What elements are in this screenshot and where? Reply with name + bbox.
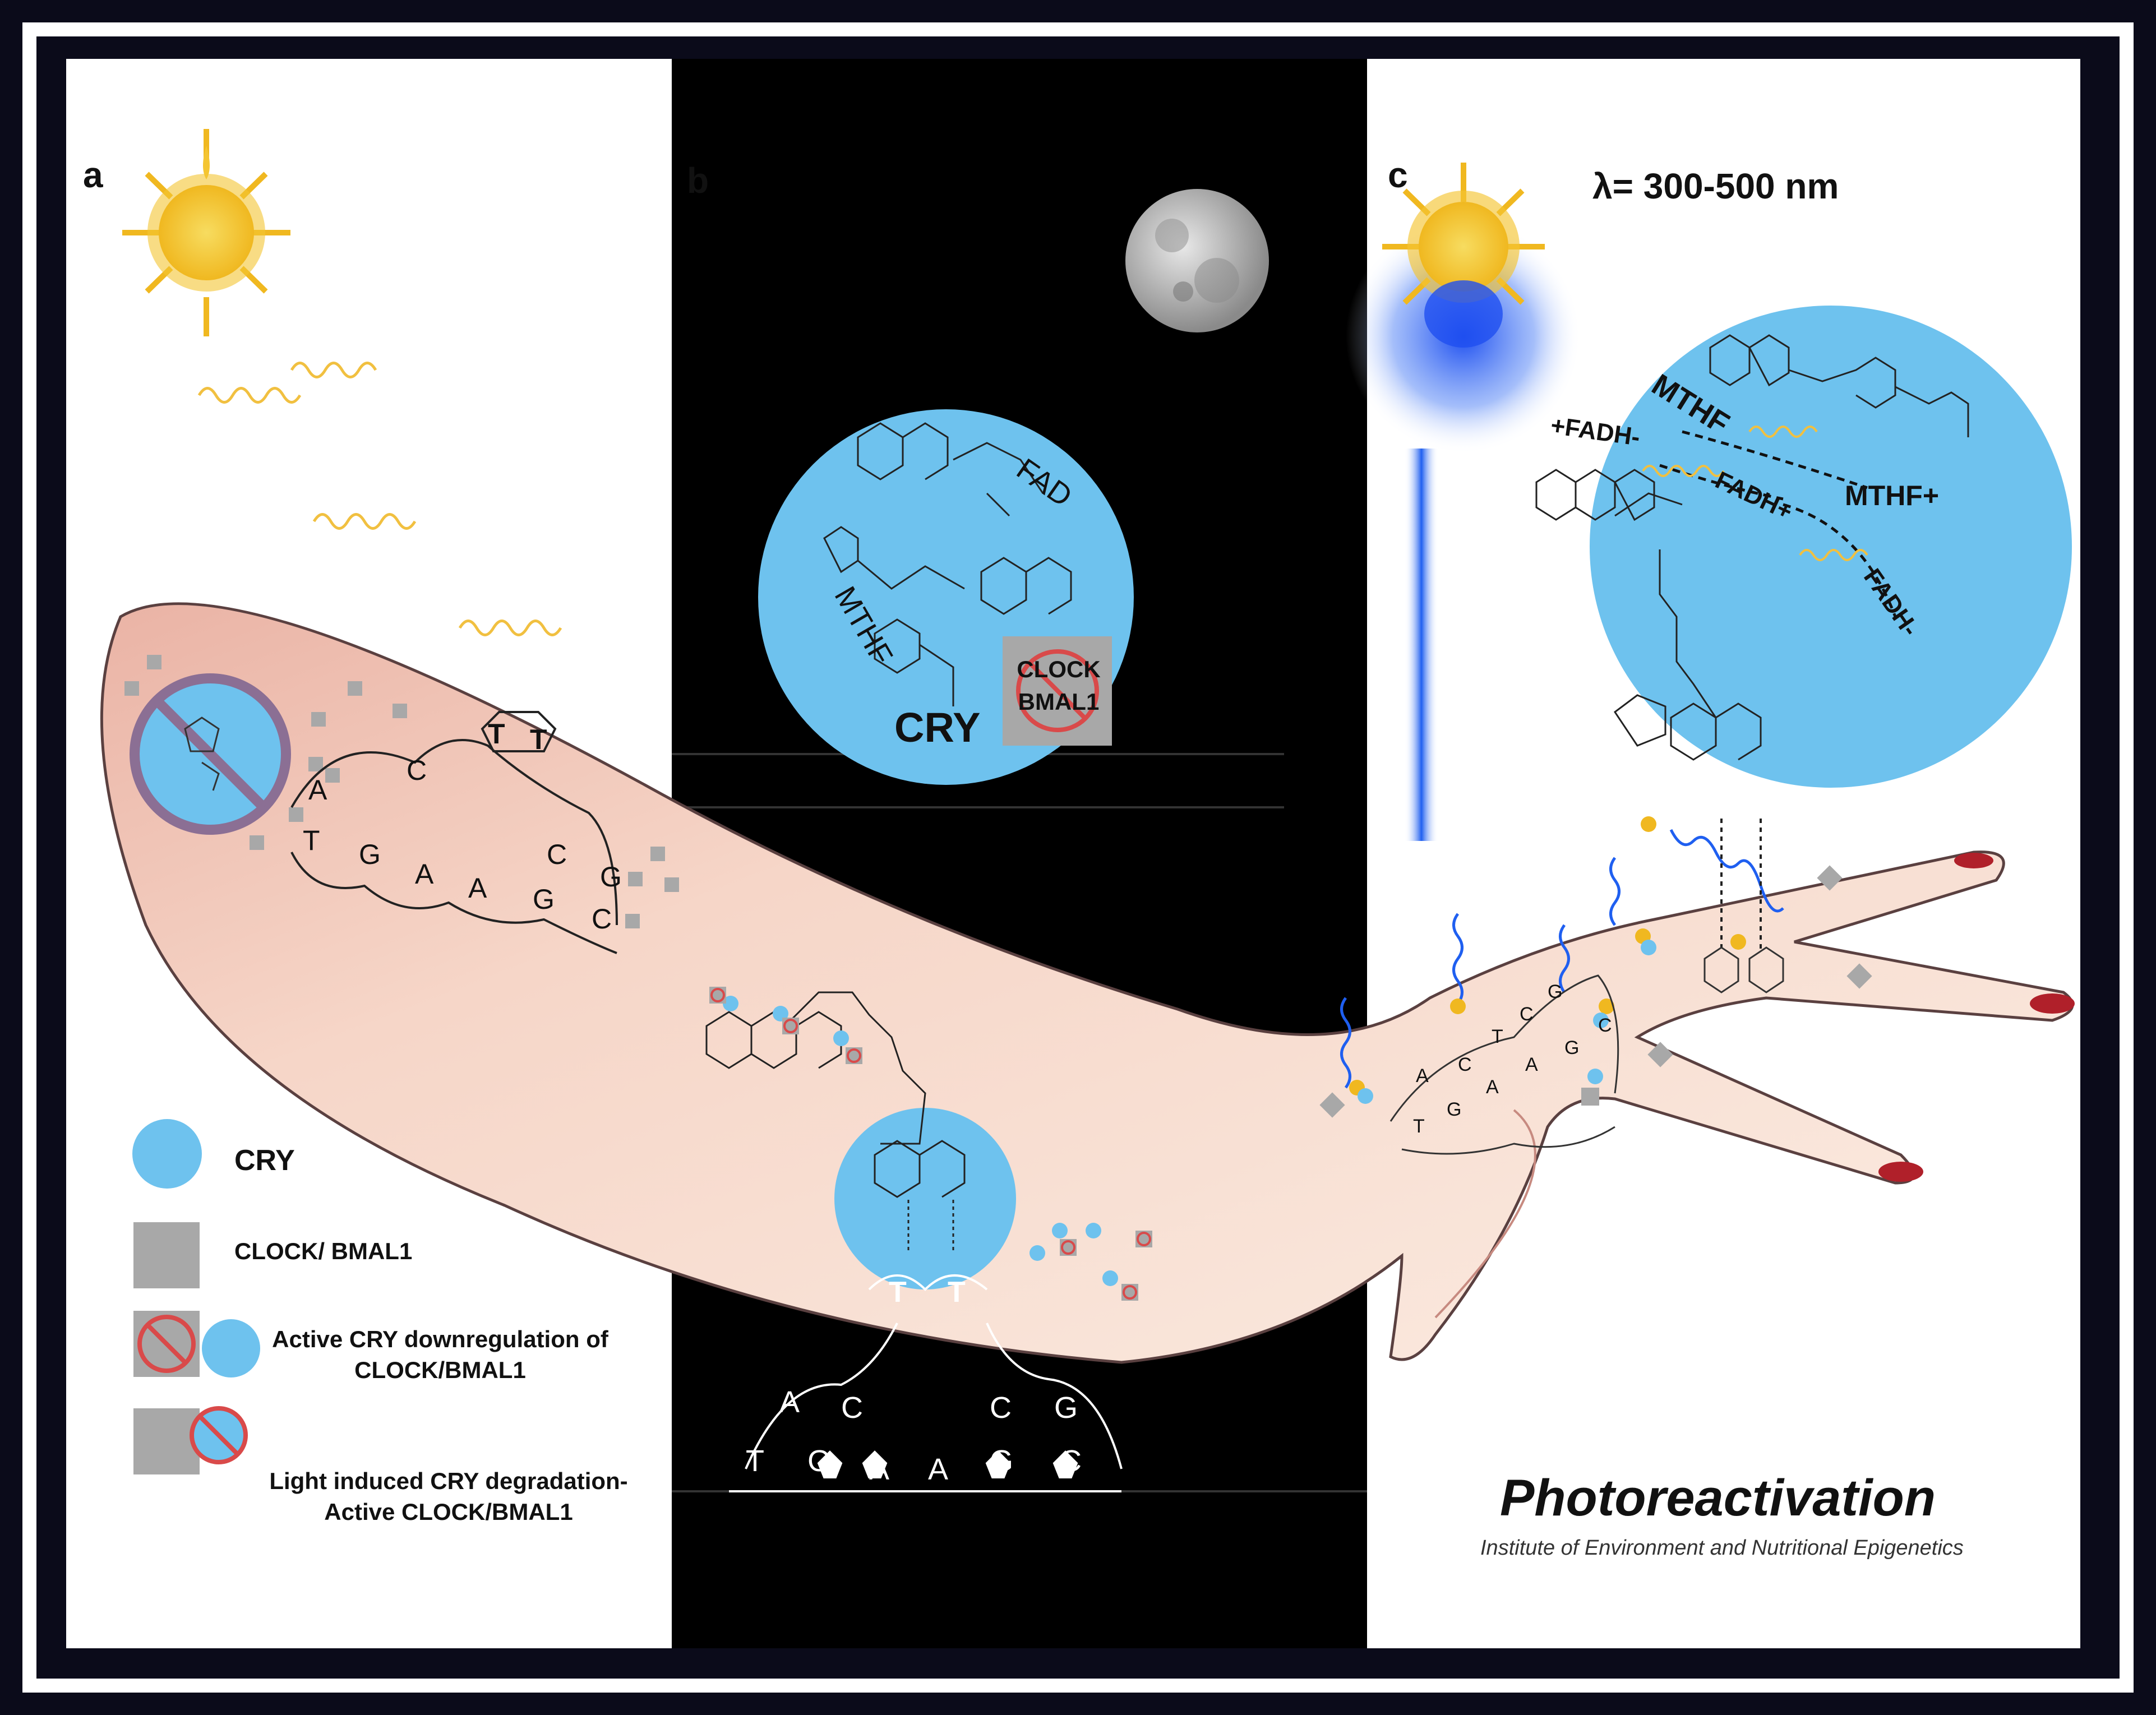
bmal1-label-b: BMAL1 xyxy=(1018,688,1100,715)
base-c-top-1: A xyxy=(1416,1065,1429,1087)
flavin-molecule xyxy=(705,991,926,1145)
legend-active-cry-swatch xyxy=(133,1311,260,1377)
legend-cry-label: CRY xyxy=(234,1144,295,1177)
mthf-fadh-circle xyxy=(1535,306,2072,788)
sun-uv-icon xyxy=(1346,163,1581,454)
base-b-bottom-3: A xyxy=(869,1453,890,1486)
base-b-bottom-2: G xyxy=(807,1444,832,1478)
base-c-bottom-4: A xyxy=(1525,1054,1538,1075)
base-c-bottom-2: G xyxy=(1447,1099,1462,1120)
base-c-top-2: C xyxy=(1458,1054,1472,1075)
legend-light-line1: Light induced CRY degradation- xyxy=(269,1468,628,1494)
base-c-bottom-1: T xyxy=(1413,1116,1425,1137)
dna-strand-a xyxy=(290,711,618,954)
fingernails xyxy=(1878,853,2075,1182)
cry-blocked-circle xyxy=(130,673,291,835)
base-c-top-3: T xyxy=(1492,1026,1503,1047)
cry-dna-contact-circle xyxy=(834,1108,1016,1289)
base-c-top-4: C xyxy=(1520,1004,1534,1025)
electrons xyxy=(1349,816,1746,1095)
legend-clock-swatch xyxy=(133,1222,200,1288)
base-a-bottom-1: T xyxy=(303,825,320,856)
panel-b-background xyxy=(672,59,1367,1648)
panel-label-a: a xyxy=(83,155,103,195)
dimer-t-b-1: T xyxy=(889,1276,907,1309)
dna-strand-c xyxy=(1389,974,1619,1155)
base-b-bottom-6: C xyxy=(1060,1444,1082,1478)
footer-title: Photoreactivation xyxy=(1500,1469,1936,1527)
legend-light-degradation-swatch xyxy=(133,1406,248,1474)
base-a-right-2: G xyxy=(600,861,622,893)
panel-label-c: c xyxy=(1388,155,1408,195)
legend xyxy=(132,1119,260,1474)
legend-active-cry-line2: CLOCK/BMAL1 xyxy=(354,1357,526,1383)
base-a-bottom-4: A xyxy=(468,872,487,904)
clock-label-b: CLOCK xyxy=(1017,656,1101,682)
clock-bmal1-squares-c xyxy=(1319,865,1872,1118)
base-a-bottom-6: C xyxy=(592,903,612,935)
base-c-bottom-5: G xyxy=(1564,1037,1580,1058)
legend-active-cry-line1: Active CRY downregulation of xyxy=(272,1326,608,1352)
footer-institute: Institute of Environment and Nutritional… xyxy=(1480,1536,1964,1560)
dimer-t-b-2: T xyxy=(948,1276,966,1309)
blue-light-beam xyxy=(1405,449,1438,841)
legend-clock-label: CLOCK/ BMAL1 xyxy=(234,1238,413,1264)
legend-light-line2: Active CLOCK/BMAL1 xyxy=(324,1499,573,1525)
cry-dots-b xyxy=(709,987,1152,1301)
base-b-top-4: G xyxy=(1054,1391,1078,1425)
panel-label-b: b xyxy=(687,160,709,201)
base-c-bottom-6: C xyxy=(1598,1015,1612,1036)
dna-strand-b xyxy=(729,1274,1123,1492)
base-a-bottom-2: G xyxy=(359,839,381,870)
legend-cry-swatch xyxy=(132,1119,202,1189)
blue-light-rays xyxy=(1340,829,1784,1089)
base-b-bottom-1: T xyxy=(746,1444,764,1478)
base-b-top-2: C xyxy=(841,1391,863,1425)
base-b-top-1: A xyxy=(779,1385,800,1419)
base-b-bottom-4: A xyxy=(928,1453,949,1486)
clock-bmal1-squares-a xyxy=(124,655,679,928)
base-c-top-5: G xyxy=(1548,981,1563,1002)
dimer-t-a-1: T xyxy=(488,718,505,750)
base-a-right-1: C xyxy=(547,839,567,870)
base-a-top-2: C xyxy=(407,755,427,786)
dimer-t-a-2: T xyxy=(530,724,547,755)
base-b-bottom-5: G xyxy=(990,1444,1014,1478)
base-b-top-3: C xyxy=(990,1391,1012,1425)
mthf-plus-label: MTHF+ xyxy=(1845,480,1940,511)
wavelength-label: λ= 300-500 nm xyxy=(1592,166,1839,206)
base-a-bottom-3: A xyxy=(415,858,434,890)
sun-icon xyxy=(122,129,290,336)
moon-icon xyxy=(1125,189,1269,332)
base-c-bottom-3: A xyxy=(1486,1076,1499,1098)
cry-label-b: CRY xyxy=(894,704,981,751)
cry-fad-circle xyxy=(758,409,1134,785)
base-a-bottom-5: G xyxy=(533,884,555,915)
base-a-top-1: A xyxy=(308,774,327,806)
uv-rays xyxy=(197,362,562,636)
